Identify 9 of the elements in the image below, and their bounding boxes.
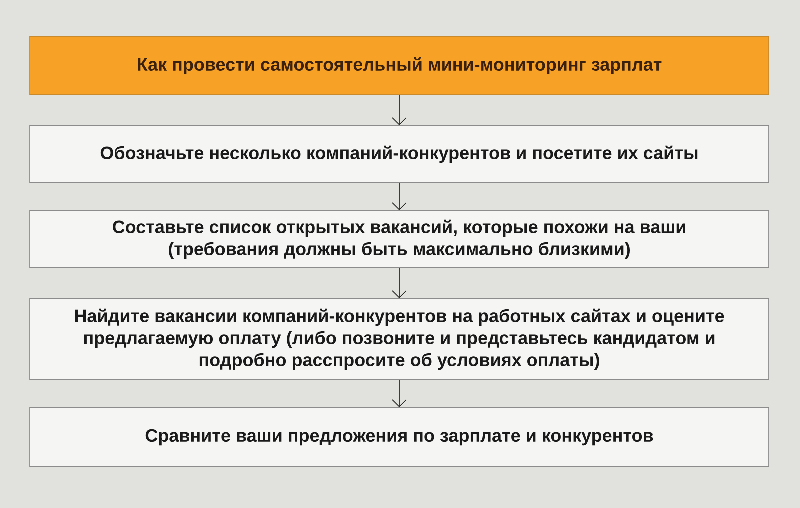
title-box: Как провести самостоятельный мини-мониторинг зарплат — [30, 36, 770, 96]
process-box: Обозначьте несколько компаний-конкурентов и посетите их сайты — [30, 126, 770, 184]
arrow — [392, 268, 407, 299]
arrow — [392, 183, 407, 211]
process-box: Найдите вакансии компаний-конкурентов на работных сайтах и оцените предлагаемую оплату (либо позвоните и представьтесь кандидатом и подробно расспросите об условиях оплаты) — [30, 298, 770, 380]
process-box: Сравните ваши предложения по зарплате и конкурентов — [30, 408, 770, 468]
process-box: Составьте список открытых вакансий, которые похожи на ваши (требования должны быть максимально близкими) — [30, 210, 770, 268]
arrow — [392, 380, 407, 408]
arrow — [392, 95, 407, 126]
